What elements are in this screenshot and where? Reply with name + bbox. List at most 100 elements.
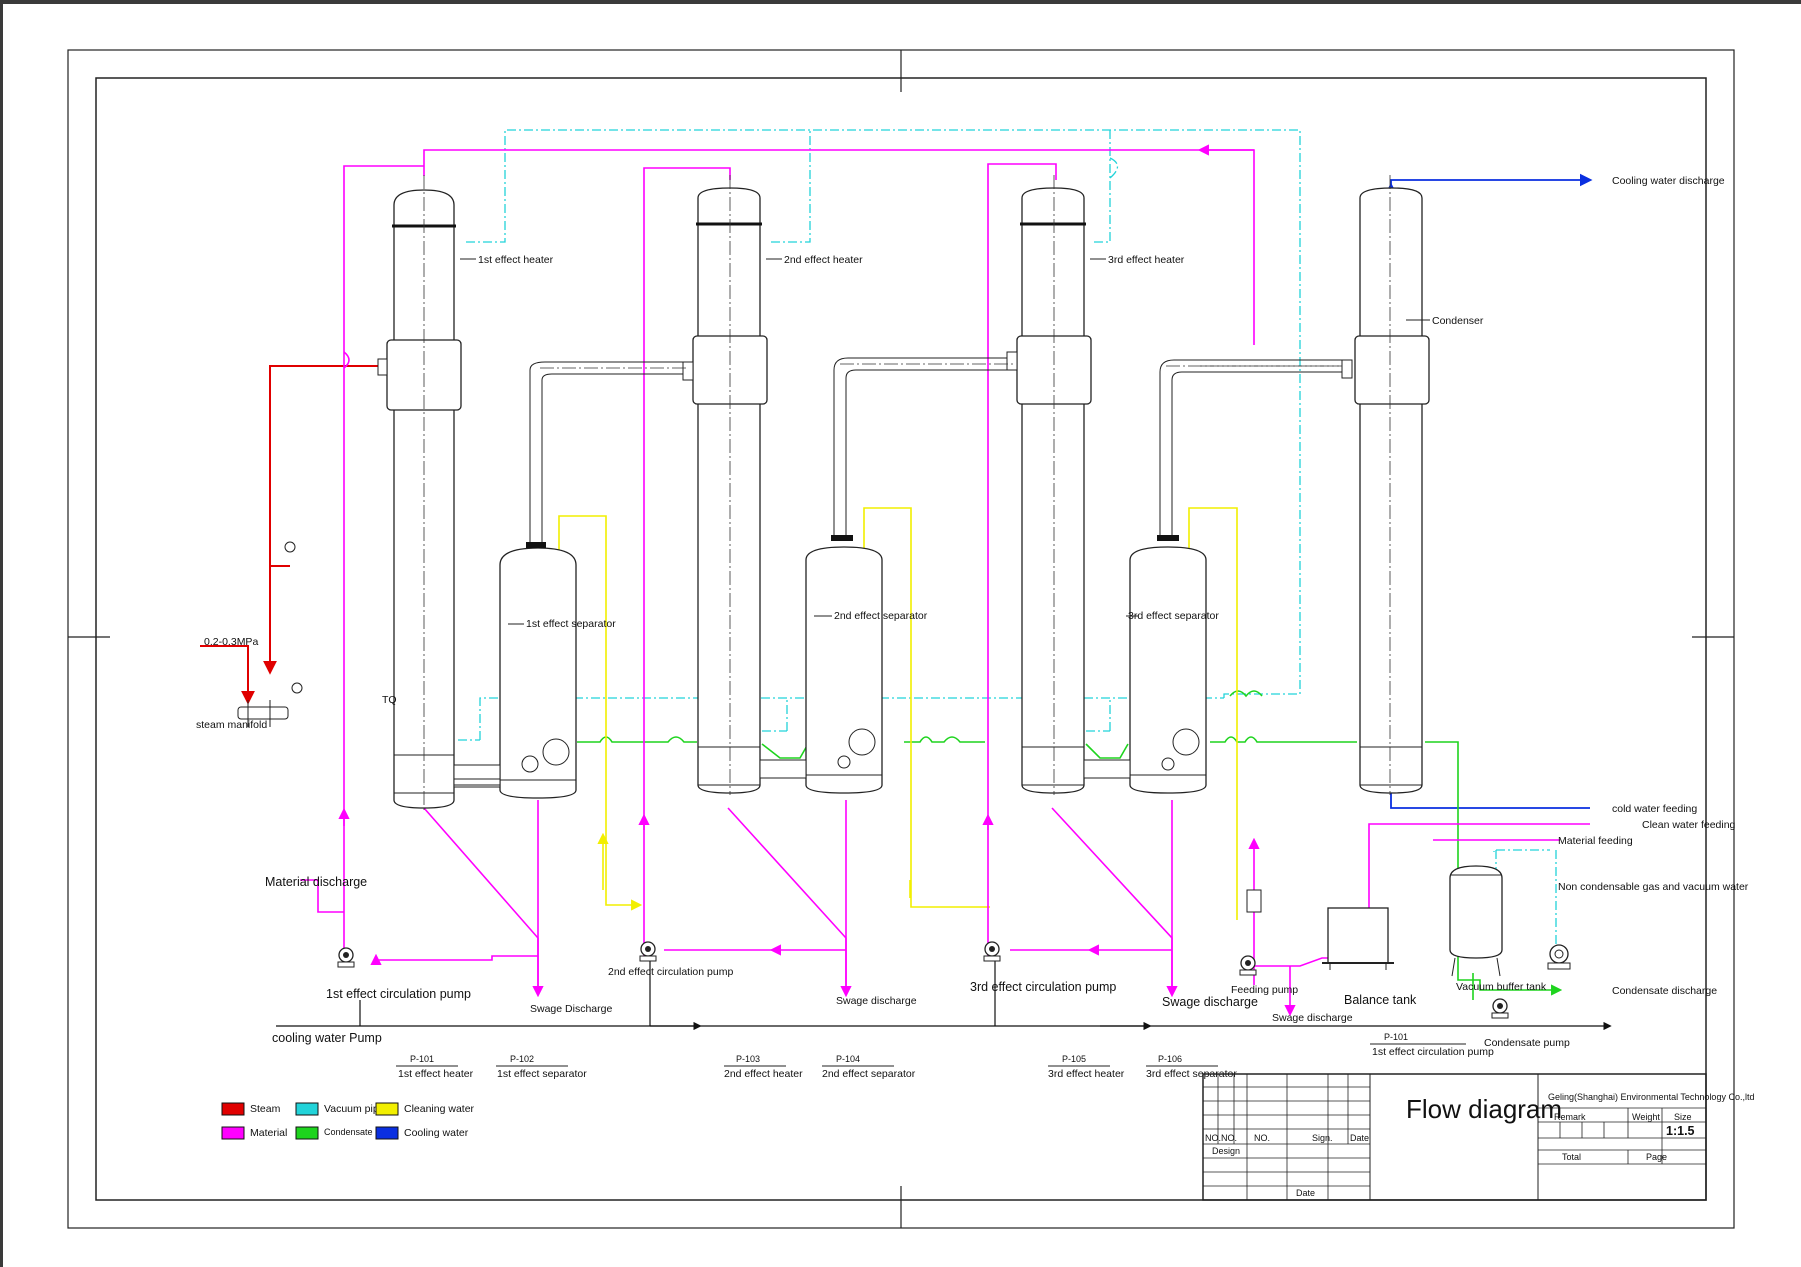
vapor-centerlines [454,363,1342,786]
title-block-remark: Remark [1554,1112,1586,1122]
legend-cleaning-label: Cleaning water [404,1103,475,1115]
tag-code-2: P-102 [510,1054,534,1064]
label-ti: TQ [382,694,397,706]
legend-vacuum-label: Vacuum pipes [324,1103,390,1115]
legend-steam-swatch [221,1102,245,1116]
tag-name-6: 3rd effect separator [1146,1068,1237,1080]
first-effect-heater [377,175,462,810]
tag-code-1: P-101 [410,1054,434,1064]
title-block-scale: 1:1.5 [1666,1124,1695,1138]
tag-code-7: P-101 [1384,1032,1408,1042]
tag-code-5: P-105 [1062,1054,1086,1064]
legend-cooling-label: Cooling water [404,1127,469,1139]
label-heater3: 3rd effect heater [1108,254,1185,266]
title-block-weight: Weight [1632,1112,1660,1122]
label-vacuum-buffer: Vacuum buffer tank [1456,981,1547,993]
third-effect-separator [1083,359,1342,794]
second-effect-heater [682,175,768,795]
material-pipes [300,144,1590,1014]
pump-3-icon [983,941,1001,962]
label-material-discharge: Material discharge [265,875,367,889]
tag-name-3: 2nd effect heater [724,1068,803,1080]
legend-cleaning-swatch [375,1102,399,1116]
legend-condensate-swatch [295,1126,319,1140]
condensate-pump-icon [1491,998,1509,1019]
label-steam-pressure: 0.2-0.3MPa [204,636,258,648]
label-steam-manifold: steam manifold [196,719,267,731]
equipment-tags: P-101 1st effect heater P-102 1st effect… [396,1032,1494,1080]
tag-name-7: 1st effect circulation pump [1372,1046,1494,1058]
title-block-size: Size [1674,1112,1692,1122]
label-heater2: 2nd effect heater [784,254,863,266]
label-condensate-discharge: Condensate discharge [1612,985,1717,997]
feeding-pump-icon [1239,955,1257,976]
third-effect-heater [1006,175,1092,795]
legend-steam-label: Steam [250,1103,281,1115]
tag-code-3: P-103 [736,1054,760,1064]
vacuum-pipes [458,129,1557,950]
legend-vacuum-swatch [295,1102,319,1116]
label-sep1: 1st effect separator [526,618,616,630]
title-block-sign: Sign. [1312,1133,1333,1143]
legend-cooling-swatch [375,1126,399,1140]
condensate-pipes [577,690,1563,1000]
second-effect-separator [759,357,1013,794]
label-swage4: Swage discharge [1272,1012,1353,1024]
label-pump2: 2nd effect circulation pump [608,966,733,978]
title-block-total: Total [1562,1152,1581,1162]
title-block-date: Date [1350,1133,1369,1143]
condenser [1200,175,1430,795]
title-block-title: Flow diagram [1406,1094,1562,1124]
tag-name-4: 2nd effect separator [822,1068,916,1080]
label-condensate-pump: Condensate pump [1484,1037,1570,1049]
label-material-feeding: Material feeding [1558,835,1633,847]
cooling-water-main [276,958,1612,1031]
steam-pipes [200,365,378,705]
label-swage2: Swage discharge [836,995,917,1007]
label-clean-feeding: Clean water feeding [1642,819,1736,831]
legend-material-label: Material [250,1127,287,1139]
top-shadow [0,0,1801,4]
tag-code-4: P-104 [836,1054,860,1064]
title-block-design: Design [1212,1146,1240,1156]
label-pump3: 3rd effect circulation pump [970,980,1116,994]
label-swage1: Swage Discharge [530,1003,612,1015]
label-swage3: Swage discharge [1162,995,1258,1009]
tag-name-1: 1st effect heater [398,1068,474,1080]
title-block-page: Page [1646,1152,1667,1162]
label-heater1: 1st effect heater [478,254,554,266]
flowmeter-icon [1246,889,1262,913]
title-block-no3: NO. [1254,1133,1270,1143]
legend: Steam Material Vacuum pipes Condensate p… [221,1102,475,1140]
label-noncond: Non condensable gas and vacuum water [1558,881,1749,893]
center-marks [68,50,1734,1228]
label-cold-feeding: cold water feeding [1612,803,1697,815]
tag-code-6: P-106 [1158,1054,1182,1064]
title-block-no2: NO. [1221,1133,1237,1143]
label-cooling-pump: cooling water Pump [272,1031,382,1045]
title-block-date2: Date [1296,1188,1315,1198]
first-effect-separator [453,361,689,799]
label-condenser: Condenser [1432,315,1484,327]
tag-name-5: 3rd effect heater [1048,1068,1125,1080]
title-block-no1: NO. [1205,1133,1221,1143]
vacuum-buffer-tank [1449,865,1503,977]
title-block-company: Geling(Shanghai) Environmental Technolog… [1548,1092,1754,1102]
tag-name-2: 1st effect separator [497,1068,587,1080]
label-feeding-pump: Feeding pump [1231,984,1298,996]
vacuum-pump-icon [1547,944,1571,970]
title-block [1202,1073,1707,1201]
pump-1-icon [337,947,355,968]
label-pump1: 1st effect circulation pump [326,987,471,1001]
balance-tank [1322,907,1394,970]
pump-2-icon [639,941,657,962]
label-balance-tank: Balance tank [1344,993,1417,1007]
label-sep2: 2nd effect separator [834,610,928,622]
legend-material-swatch [221,1126,245,1140]
label-cooling-discharge: Cooling water discharge [1612,175,1725,187]
steam-manifold [237,541,303,727]
left-shadow [0,0,3,1267]
cleaning-water-pipes [558,507,1238,920]
